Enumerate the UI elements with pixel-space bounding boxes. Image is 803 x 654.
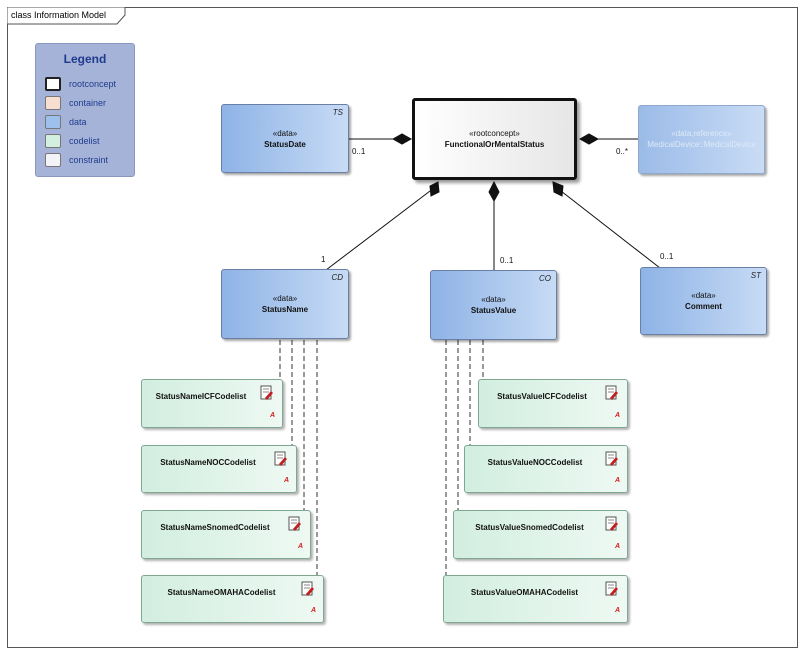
document-icon <box>274 451 287 466</box>
stereotype-label: «data,reference» <box>671 129 732 138</box>
medicaldevice-diamond <box>578 133 600 145</box>
comment-connector <box>560 190 661 269</box>
diagram-frame <box>7 7 798 648</box>
multiplicity-statusdate: 0..1 <box>352 147 366 156</box>
codelist-statusname-omaha[interactable]: StatusNameOMAHACodelist A <box>141 575 324 623</box>
codelist-swatch-icon <box>45 134 61 148</box>
type-label: CD <box>331 273 343 282</box>
abstract-marker: A <box>614 607 620 614</box>
document-icon <box>605 385 618 400</box>
legend-item-constraint: constraint <box>45 152 108 168</box>
legend-item-data: data <box>45 114 87 130</box>
type-label: ST <box>750 271 761 280</box>
codelist-name: StatusNameOMAHACodelist <box>167 588 276 597</box>
abstract-marker: A <box>283 477 289 484</box>
container-swatch-icon <box>45 96 61 110</box>
class-name: StatusName <box>261 305 309 314</box>
statusname-connector <box>325 190 431 271</box>
abstract-marker: A <box>297 543 303 550</box>
document-icon <box>605 581 618 596</box>
class-statusvalue[interactable]: CO «data» StatusValue <box>430 270 557 340</box>
statusdate-diamond <box>391 133 413 145</box>
abstract-marker: A <box>614 543 620 550</box>
codelist-name: StatusValueNOCCodelist <box>487 458 583 467</box>
legend-item-codelist: codelist <box>45 133 100 149</box>
codelist-name: StatusNameSnomedCodelist <box>160 523 270 532</box>
stereotype-label: «data» <box>272 128 298 138</box>
class-name: StatusValue <box>470 306 517 315</box>
multiplicity-comment: 0..1 <box>660 252 674 261</box>
stereotype-label: «data» <box>691 291 716 300</box>
legend: Legend rootconcept container data codeli… <box>35 43 135 177</box>
codelist-statusvalue-icf[interactable]: StatusValueICFCodelist A <box>478 379 628 428</box>
codelist-statusname-noc[interactable]: StatusNameNOCCodelist A <box>141 445 297 493</box>
rootconcept-swatch-icon <box>45 77 61 91</box>
abstract-marker: A <box>614 412 620 419</box>
frame-title: class Information Model <box>11 10 107 20</box>
codelist-statusvalue-noc[interactable]: StatusValueNOCCodelist A <box>464 445 628 493</box>
codelist-name: StatusNameNOCCodelist <box>160 458 256 467</box>
class-medicaldevice[interactable]: «data,reference» MedicalDevice::MedicalD… <box>638 105 765 174</box>
codelist-statusvalue-snomed[interactable]: StatusValueSnomedCodelist A <box>453 510 628 559</box>
document-icon <box>288 516 301 531</box>
legend-title: Legend <box>63 52 107 66</box>
codelist-name: StatusValueOMAHACodelist <box>470 588 579 597</box>
legend-item-rootconcept: rootconcept <box>45 76 116 92</box>
statusvalue-diamond <box>488 180 500 203</box>
class-comment[interactable]: ST «data» Comment <box>640 267 767 335</box>
codelist-name: StatusValueICFCodelist <box>497 392 587 401</box>
type-label: CO <box>539 274 551 283</box>
abstract-marker: A <box>269 412 275 419</box>
statusname-diamond <box>429 181 440 197</box>
constraint-swatch-icon <box>45 153 61 167</box>
comment-diamond <box>552 181 564 197</box>
document-icon <box>605 516 618 531</box>
abstract-marker: A <box>310 607 316 614</box>
document-icon <box>260 385 273 400</box>
multiplicity-medicaldevice: 0..* <box>616 147 629 156</box>
class-name: FunctionalOrMentalStatus <box>444 140 545 149</box>
multiplicity-statusvalue: 0..1 <box>500 256 514 265</box>
document-icon <box>301 581 314 596</box>
class-functionalormentalstatus[interactable]: «rootconcept» FunctionalOrMentalStatus <box>412 98 577 180</box>
abstract-marker: A <box>614 477 620 484</box>
class-statusname[interactable]: CD «data» StatusName <box>221 269 349 339</box>
type-label: TS <box>332 108 343 117</box>
document-icon <box>605 451 618 466</box>
class-statusdate[interactable]: TS «data» StatusDate <box>221 104 349 173</box>
class-name: Comment <box>685 302 722 311</box>
stereotype-label: «data» <box>272 294 298 303</box>
legend-item-container: container <box>45 95 106 111</box>
codelist-statusname-icf[interactable]: StatusNameICFCodelist A <box>141 379 283 428</box>
codelist-statusname-snomed[interactable]: StatusNameSnomedCodelist A <box>141 510 311 559</box>
codelist-name: StatusNameICFCodelist <box>155 392 247 401</box>
multiplicity-statusname: 1 <box>321 255 326 264</box>
stereotype-label: «rootconcept» <box>469 129 520 138</box>
class-name: StatusDate <box>264 139 306 149</box>
codelist-statusvalue-omaha[interactable]: StatusValueOMAHACodelist A <box>443 575 628 623</box>
class-name: MedicalDevice::MedicalDevice <box>647 140 756 149</box>
codelist-name: StatusValueSnomedCodelist <box>475 523 584 532</box>
stereotype-label: «data» <box>481 295 506 304</box>
data-swatch-icon <box>45 115 61 129</box>
frame-tab <box>7 7 126 25</box>
